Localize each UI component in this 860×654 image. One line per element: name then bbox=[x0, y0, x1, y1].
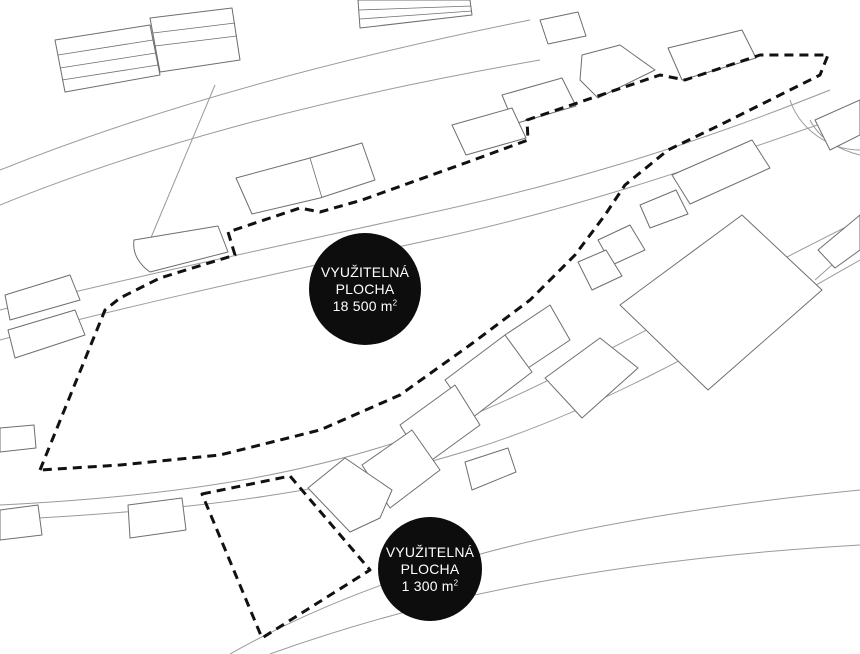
area-badge-large: VYUŽITELNÁ PLOCHA 18 500 m2 bbox=[309, 233, 421, 345]
buildings bbox=[0, 0, 860, 541]
area-badge-small: VYUŽITELNÁ PLOCHA 1 300 m2 bbox=[378, 517, 482, 621]
area-unit-sup: 2 bbox=[453, 577, 459, 587]
area-label-line1: VYUŽITELNÁ bbox=[320, 263, 410, 280]
area-value: 1 300 m2 bbox=[402, 578, 459, 595]
area-value: 18 500 m2 bbox=[333, 298, 398, 315]
site-boundary-large bbox=[38, 53, 830, 472]
area-value-text: 1 300 m bbox=[401, 577, 454, 594]
area-value-text: 18 500 m bbox=[332, 297, 393, 314]
site-boundary-small bbox=[200, 474, 372, 640]
area-label-line2: PLOCHA bbox=[400, 560, 460, 577]
area-label-line1: VYUŽITELNÁ bbox=[385, 543, 475, 560]
area-unit-sup: 2 bbox=[392, 297, 398, 307]
area-label-line2: PLOCHA bbox=[335, 280, 395, 297]
